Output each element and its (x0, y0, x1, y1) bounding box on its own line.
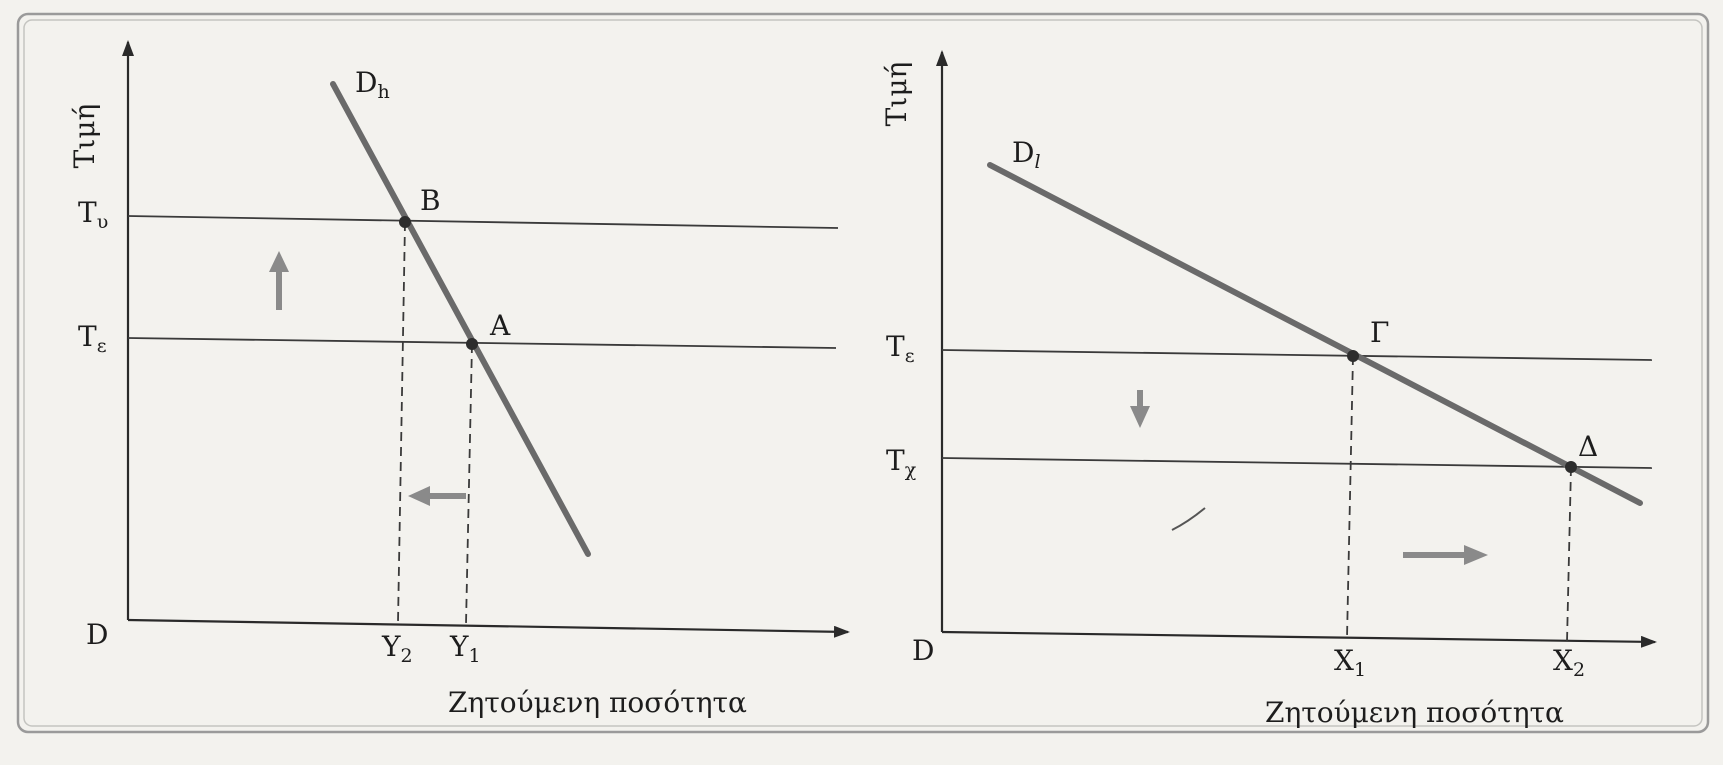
arrow-left-icon (408, 486, 466, 506)
price-line-lower (941, 457, 1653, 469)
x-axis (941, 630, 1657, 648)
panel-right: Τιμή Ζητούμενη ποσότητα D Tε Tχ Dl Γ Δ X… (880, 50, 1657, 729)
price-line-upper (941, 349, 1653, 361)
point-gamma-label: Γ (1370, 316, 1389, 349)
point-a-label: A (489, 309, 511, 342)
arrow-down-icon (1130, 390, 1150, 428)
y-axis-title: Τιμή (68, 104, 101, 169)
panel-left: Τιμή Ζητούμενη ποσότητα D Tυ Tε Dh B A Υ… (68, 40, 850, 719)
point-delta (1565, 461, 1577, 473)
origin-label: D (86, 618, 108, 651)
x-axis-title: Ζητούμενη ποσότητα (448, 686, 747, 719)
demand-curve-label: Dh (355, 66, 390, 103)
quantity-dash-2 (1566, 466, 1572, 643)
price-label-lower: Tε (78, 320, 107, 357)
quantity-dash-1 (1346, 355, 1354, 639)
y-axis-title: Τιμή (880, 62, 913, 127)
price-label-upper-sub: ε (905, 345, 915, 367)
quantity-dash-2 (397, 221, 406, 623)
price-line-lower (127, 337, 837, 349)
price-line-upper (127, 215, 839, 229)
pencil-mark (1171, 507, 1206, 531)
demand-curve-label-sub: l (1034, 151, 1040, 173)
quantity-label-1-main: X (1334, 644, 1354, 677)
x-axis (127, 618, 850, 638)
price-label-lower-sub: χ (905, 459, 917, 481)
demand-curve-label-main: D (355, 66, 377, 99)
figure-frame (16, 12, 1710, 734)
quantity-label-2-sub: 2 (1573, 659, 1585, 681)
quantity-label-2-main: Υ (381, 630, 401, 663)
price-label-upper: Tε (886, 330, 915, 367)
quantity-label-2-sub: 2 (400, 645, 412, 667)
quantity-label-1-sub: 1 (468, 645, 480, 667)
quantity-label-2: X2 (1553, 644, 1585, 681)
x-axis-title: Ζητούμενη ποσότητα (1265, 696, 1564, 729)
demand-curve-label-main: D (1012, 136, 1034, 169)
price-label-lower-main: T (78, 320, 97, 353)
demand-curve-label: Dl (1012, 136, 1041, 173)
point-b-label: B (420, 184, 441, 217)
price-label-lower-main: T (886, 444, 905, 477)
quantity-label-1: Υ1 (449, 630, 481, 667)
quantity-label-2-main: X (1553, 644, 1573, 677)
price-label-upper: Tυ (78, 196, 108, 233)
quantity-dash-1 (465, 343, 473, 625)
quantity-label-1-main: Υ (449, 630, 469, 663)
demand-curve-inelastic (330, 81, 591, 557)
arrow-right-icon (1403, 545, 1488, 565)
demand-curve-elastic (987, 162, 1643, 506)
quantity-label-1-sub: 1 (1354, 659, 1366, 681)
price-label-upper-main: T (886, 330, 905, 363)
figure-frame-inner (23, 19, 1703, 727)
origin-label: D (912, 634, 934, 667)
quantity-label-1: X1 (1334, 644, 1366, 681)
point-a (466, 338, 478, 350)
price-label-upper-sub: υ (97, 211, 109, 233)
point-gamma (1347, 350, 1359, 362)
price-label-lower-sub: ε (97, 335, 107, 357)
demand-curve-label-sub: h (377, 81, 389, 103)
price-label-upper-main: T (78, 196, 97, 229)
point-b (399, 216, 411, 228)
arrow-up-icon (269, 251, 289, 310)
point-delta-label: Δ (1578, 430, 1598, 463)
price-label-lower: Tχ (886, 444, 917, 481)
quantity-label-2: Υ2 (381, 630, 413, 667)
